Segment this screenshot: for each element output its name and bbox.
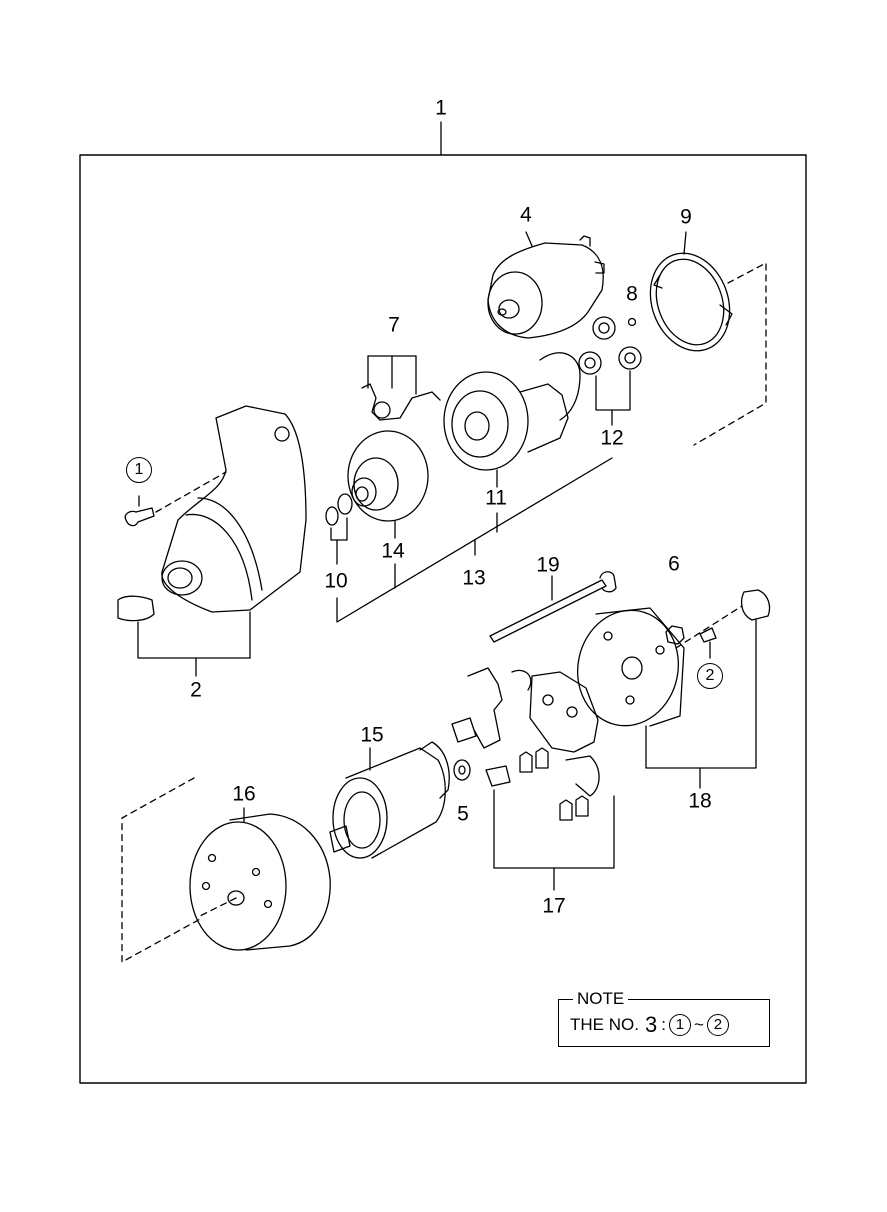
callout-5: 5: [457, 802, 469, 826]
note-box: NOTE THE NO. 3 : 1 ~ 2: [558, 990, 770, 1047]
callout-12: 12: [600, 426, 624, 450]
circled-callout-2: 2: [697, 663, 723, 689]
screw-circled-1: [124, 471, 227, 527]
rear-bracket-part-18: [576, 589, 771, 789]
callout-17: 17: [542, 894, 566, 918]
assembly-frame: [79, 154, 807, 1084]
callout-11: 11: [485, 486, 507, 510]
callout-19: 19: [536, 553, 560, 577]
gears-part-12: [578, 316, 642, 426]
callout-8: 8: [626, 282, 638, 306]
callout-10: 10: [324, 569, 348, 593]
dashed-guide-top: [693, 262, 767, 446]
callout-14: 14: [381, 539, 405, 563]
brush-holder-part-17: [451, 667, 615, 891]
nut-part-6: [665, 625, 685, 645]
note-text: THE NO. 3 : 1 ~ 2: [570, 1014, 730, 1036]
callout-16: 16: [232, 782, 256, 806]
callout-13: 13: [462, 566, 486, 590]
bolt-part-19: [489, 571, 617, 643]
leader-13: [336, 457, 613, 623]
yoke-part-16: [189, 807, 331, 951]
clutch-part-14: [347, 430, 429, 539]
callout-15: 15: [360, 723, 384, 747]
circled-callout-1: 1: [126, 457, 152, 483]
callout-1: 1: [435, 96, 447, 120]
front-housing-part-2: [117, 405, 307, 677]
solenoid-part-4: [487, 231, 605, 339]
washer-part-5: [453, 759, 471, 781]
note-number: 3: [644, 1012, 658, 1037]
ring-part-9: [649, 231, 733, 352]
callout-7: 7: [388, 313, 400, 337]
callout-9: 9: [680, 205, 692, 229]
armature-part-15: [329, 741, 450, 859]
callout-18: 18: [688, 789, 712, 813]
note-tilde: ~: [693, 1015, 704, 1034]
snaprings-part-10: [325, 493, 353, 565]
note-circled-from: 1: [668, 1014, 691, 1036]
lever-part-7: [361, 355, 441, 421]
note-title: NOTE: [573, 990, 629, 1008]
callout-4: 4: [520, 203, 532, 227]
note-prefix: THE NO.: [570, 1015, 639, 1034]
callout-6: 6: [668, 552, 680, 576]
note-colon: :: [661, 1015, 666, 1034]
dashed-guide-bottom: [121, 777, 203, 963]
callout-2: 2: [190, 678, 202, 702]
housing-part-11: [443, 352, 581, 488]
ball-part-8: [627, 317, 637, 327]
note-circled-to: 2: [706, 1014, 729, 1036]
